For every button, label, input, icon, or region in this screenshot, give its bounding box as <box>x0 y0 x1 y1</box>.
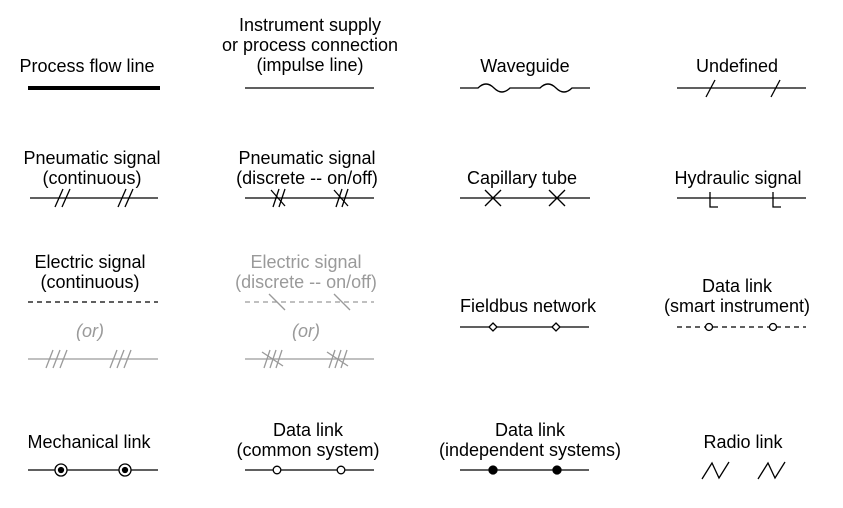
mechanical-link-line-symbol <box>28 463 158 477</box>
electric-discrete-line-symbol <box>245 293 374 311</box>
data-link-smart-line-symbol <box>677 322 806 332</box>
undefined-line-symbol <box>677 79 806 98</box>
data-link-independent-line-symbol <box>460 465 589 475</box>
radio-link-line-symbol <box>701 461 786 480</box>
label-capillary-tube: Capillary tube <box>466 168 578 188</box>
capillary-tube-line-symbol <box>460 189 590 207</box>
label-waveguide: Waveguide <box>480 56 570 76</box>
data-link-common-line-symbol <box>245 465 374 475</box>
label-data-link-smart: Data link (smart instrument) <box>663 276 811 316</box>
fieldbus-network-line-symbol <box>460 322 589 332</box>
hydraulic-signal-line-symbol <box>677 192 806 208</box>
label-or-electric-discrete: (or) <box>292 321 320 341</box>
pneumatic-continuous-line-symbol <box>30 188 158 208</box>
electric-continuous-alt-line-symbol <box>28 349 158 369</box>
label-fieldbus-network: Fieldbus network <box>459 296 597 316</box>
label-undefined: Undefined <box>695 56 779 76</box>
label-pneumatic-continuous: Pneumatic signal (continuous) <box>23 148 161 188</box>
label-or-electric-continuous: (or) <box>76 321 104 341</box>
label-electric-continuous: Electric signal (continuous) <box>34 252 146 292</box>
label-radio-link: Radio link <box>703 432 783 452</box>
label-data-link-independent: Data link (independent systems) <box>438 420 622 460</box>
electric-discrete-alt-line-symbol <box>245 349 374 369</box>
label-instrument-supply: Instrument supply or process connection … <box>221 15 399 75</box>
label-hydraulic-signal: Hydraulic signal <box>674 168 802 188</box>
waveguide-line-symbol <box>460 83 590 93</box>
label-mechanical-link: Mechanical link <box>27 432 151 452</box>
label-pneumatic-discrete: Pneumatic signal (discrete -- on/off) <box>236 148 378 188</box>
label-data-link-common: Data link (common system) <box>236 420 380 460</box>
pneumatic-discrete-line-symbol <box>245 188 374 208</box>
label-process-flow-line: Process flow line <box>19 56 155 76</box>
label-electric-discrete: Electric signal (discrete -- on/off) <box>235 252 377 292</box>
